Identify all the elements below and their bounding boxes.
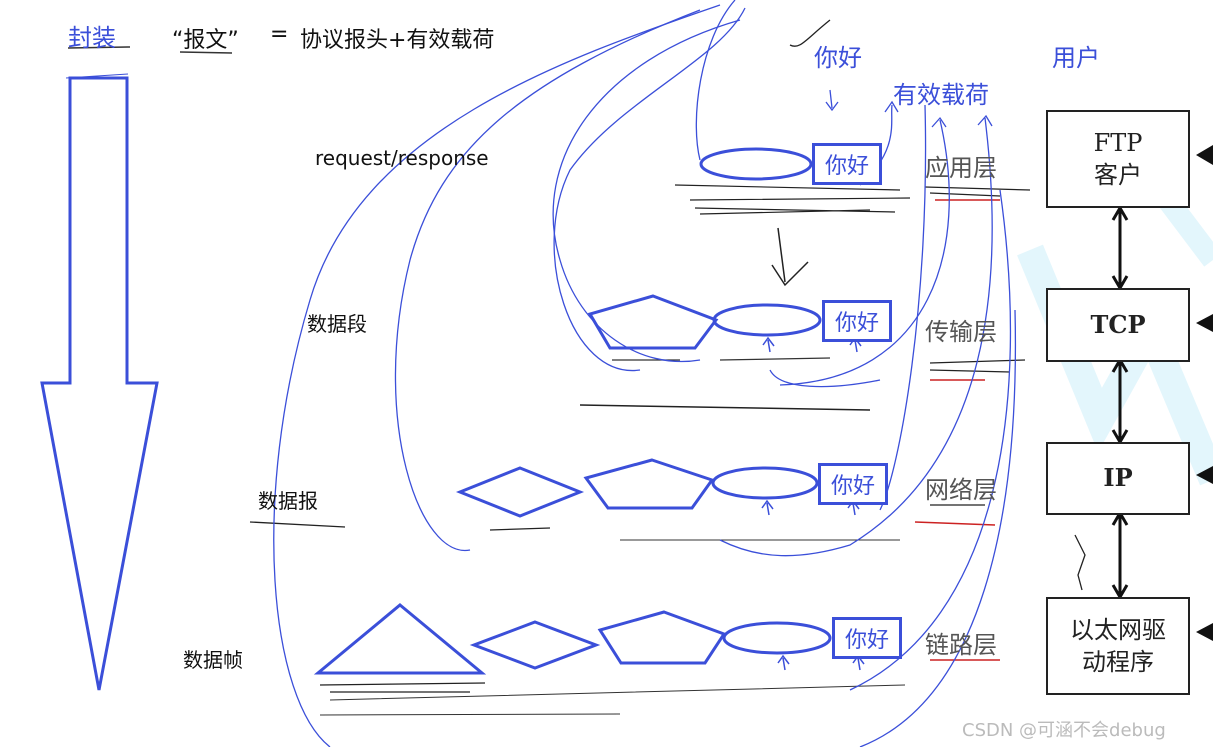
ip-box-label: IP	[1103, 463, 1133, 493]
transport-pentagon	[587, 294, 719, 350]
ftp-box-line2: 客户	[1094, 161, 1142, 189]
link-layer-label: 链路层	[925, 631, 997, 659]
network-header-ellipse	[711, 466, 819, 500]
link-triangle	[313, 603, 487, 675]
network-layer-label: 网络层	[925, 476, 997, 504]
payload-label: 有效载荷	[893, 81, 989, 109]
network-payload-box: 你好	[818, 463, 888, 505]
tcp-box-label: TCP	[1090, 309, 1146, 339]
transport-payload-box: 你好	[822, 300, 892, 342]
request-response-label: request/response	[315, 146, 489, 170]
ftp-client-box: FTP 客户	[1046, 110, 1190, 208]
ftp-box-line1: FTP	[1093, 128, 1143, 157]
link-header-ellipse	[722, 621, 832, 655]
ip-box: IP	[1046, 442, 1190, 515]
tcp-box: TCP	[1046, 288, 1190, 362]
frame-label: 数据帧	[183, 648, 243, 672]
datagram-label: 数据报	[258, 489, 318, 513]
link-payload-box: 你好	[832, 617, 902, 659]
eth-box-line1: 以太网驱	[1070, 615, 1166, 644]
equals-sign: =	[270, 22, 289, 47]
segment-label: 数据段	[307, 312, 367, 336]
application-layer-label: 应用层	[925, 154, 997, 182]
encapsulation-arrow	[40, 76, 159, 691]
network-diamond	[455, 466, 585, 518]
link-pentagon	[597, 610, 727, 665]
eth-box-line2: 动程序	[1082, 648, 1154, 676]
app-header-ellipse	[699, 147, 813, 181]
message-label: “报文”	[172, 28, 239, 53]
message-formula: 协议报头+有效载荷	[300, 28, 495, 53]
encapsulate-label: 封装	[68, 24, 116, 52]
ethernet-driver-box: 以太网驱动程序	[1046, 597, 1190, 695]
user-label: 用户	[1052, 44, 1100, 72]
network-pentagon	[583, 458, 715, 510]
transport-layer-label: 传输层	[925, 318, 997, 346]
app-payload-box: 你好	[812, 143, 882, 185]
link-diamond	[469, 620, 601, 670]
transport-header-ellipse	[712, 303, 822, 337]
hello-label: 你好	[814, 44, 862, 72]
csdn-watermark: CSDN @可涵不会debug	[962, 720, 1166, 741]
